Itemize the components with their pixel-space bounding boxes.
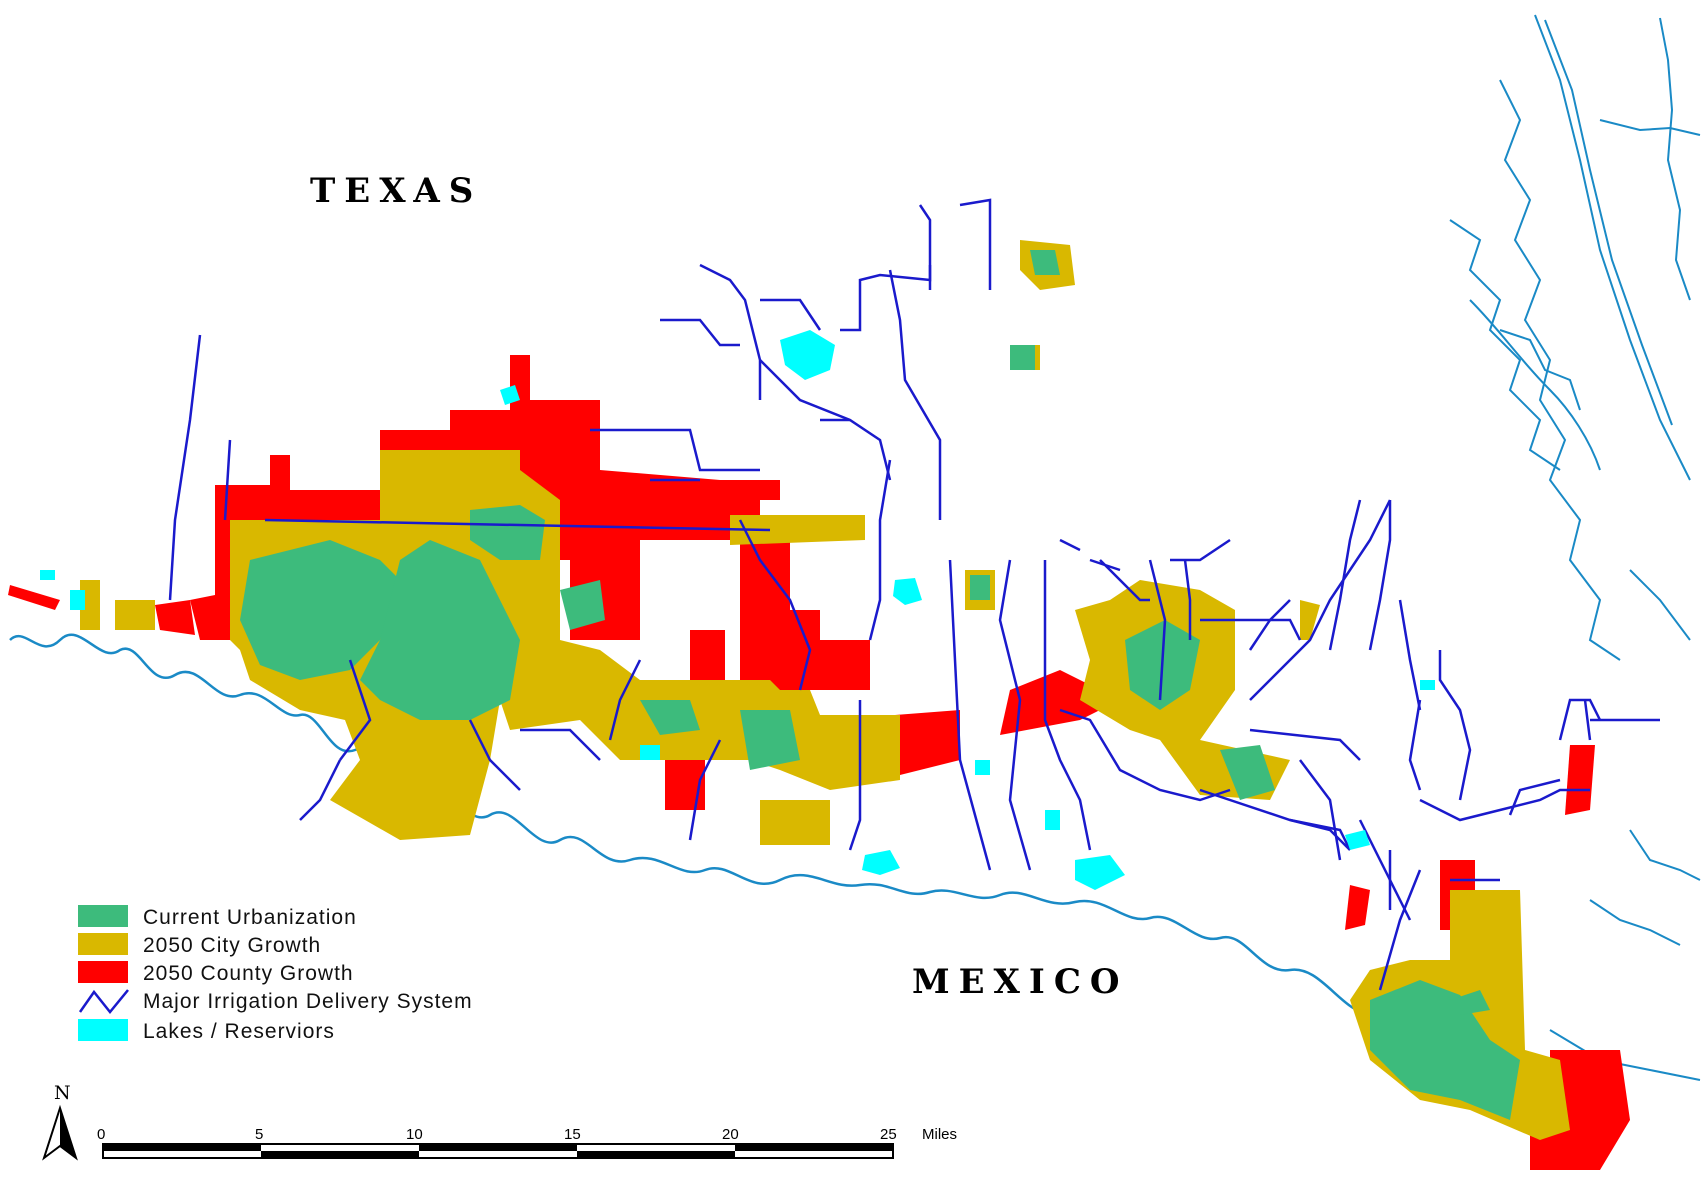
scale-unit: Miles (922, 1126, 957, 1143)
scale-tick-25: 25 (880, 1126, 897, 1143)
texas-label: TEXAS (310, 171, 482, 211)
legend-swatch-current-urbanization (78, 905, 128, 927)
legend-label-city-growth: 2050 City Growth (143, 934, 321, 957)
scale-tick-15: 15 (564, 1126, 581, 1143)
north-arrow: N (42, 1082, 78, 1161)
legend-symbol-irrigation (78, 989, 129, 1014)
legend: Current Urbanization 2050 City Growth 20… (78, 905, 473, 1043)
legend-swatch-county-growth (78, 961, 128, 983)
lakes-reservoirs (40, 330, 1435, 890)
scale-tick-10: 10 (406, 1126, 423, 1143)
legend-label-current-urbanization: Current Urbanization (143, 906, 357, 929)
rio-grande-river (9, 633, 1601, 1105)
mexico-label: MEXICO (912, 962, 1129, 1002)
scale-tick-5: 5 (255, 1126, 263, 1143)
scale-tick-0: 0 (97, 1126, 105, 1143)
legend-label-irrigation: Major Irrigation Delivery System (143, 990, 473, 1013)
legend-label-lakes: Lakes / Reserviors (143, 1020, 335, 1043)
current-urbanization-areas (240, 250, 1520, 1120)
scale-tick-20: 20 (722, 1126, 739, 1143)
legend-label-county-growth: 2050 County Growth (143, 962, 354, 985)
north-arrow-label: N (54, 1082, 71, 1104)
irrigation-network (168, 198, 1660, 991)
coastline (1449, 14, 1701, 1081)
legend-swatch-city-growth (78, 933, 128, 955)
scale-bar: 0 5 10 15 20 25 Miles (97, 1126, 957, 1159)
legend-swatch-lakes (78, 1019, 128, 1041)
